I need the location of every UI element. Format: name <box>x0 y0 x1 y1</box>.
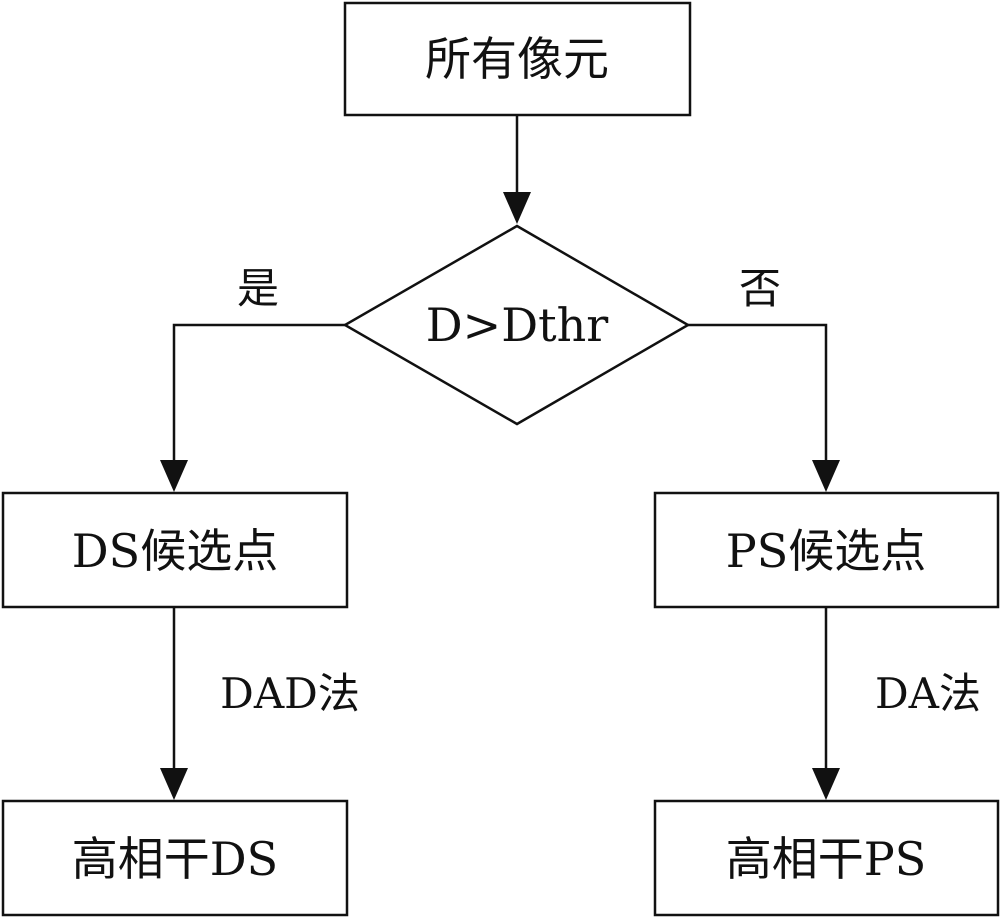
arrowhead-ps-candidates <box>812 460 840 492</box>
ds-candidates-label: DS候选点 <box>72 524 278 578</box>
decision-diamond <box>342 224 691 426</box>
arrowhead-high-coherence-ds <box>160 768 188 800</box>
dad-method-label: DAD法 <box>220 669 360 718</box>
yes-label: 是 <box>237 264 279 313</box>
high-coherence-ps-label: 高相干PS <box>726 832 926 886</box>
no-label: 否 <box>739 264 781 313</box>
arrowhead-high-coherence-ps <box>812 768 840 800</box>
da-method-label: DA法 <box>875 669 981 718</box>
edge-yes <box>172 323 345 462</box>
ps-candidates-label: PS候选点 <box>726 524 926 578</box>
arrowhead-ds-candidates <box>160 460 188 492</box>
ps-candidates-box <box>653 491 1000 609</box>
high-coherence-ps-box <box>653 799 1000 917</box>
ds-candidates-box <box>1 491 349 609</box>
arrowhead-decision <box>503 192 531 224</box>
edge-no <box>688 323 828 462</box>
decision-label: D>Dthr <box>426 298 608 352</box>
all-pixels-label: 所有像元 <box>425 32 609 86</box>
all-pixels-box <box>343 1 692 117</box>
high-coherence-ds-box <box>1 799 349 917</box>
high-coherence-ds-label: 高相干DS <box>72 832 278 886</box>
